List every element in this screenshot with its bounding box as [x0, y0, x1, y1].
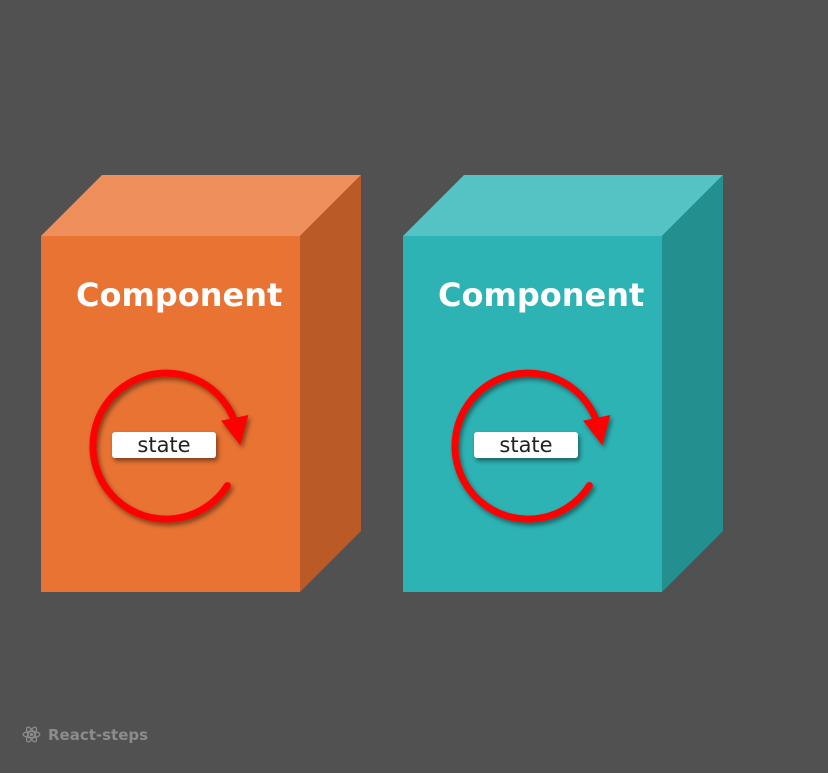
cycle-arrow-icon: [89, 369, 249, 523]
box-1-title: Component: [76, 276, 282, 314]
state-cycle-2: state: [451, 369, 611, 523]
state-label: state: [499, 433, 552, 457]
box-1-side-face: [300, 175, 361, 592]
box-2-front-face: [403, 236, 662, 592]
component-box-1: Component state: [41, 175, 361, 592]
box-2-side-face: [662, 175, 723, 592]
footer-label: React-steps: [48, 725, 149, 744]
state-pill: [474, 432, 578, 458]
state-label: state: [137, 433, 190, 457]
component-box-2: Component state: [403, 175, 723, 592]
footer-brand: React-steps: [22, 725, 148, 744]
state-pill: [112, 432, 216, 458]
box-2-title: Component: [438, 276, 644, 314]
cycle-arrow-icon: [451, 369, 611, 523]
box-1-top-face: [41, 175, 361, 236]
state-cycle-1: state: [89, 369, 249, 523]
react-atom-icon: [22, 726, 41, 743]
box-2-top-face: [403, 175, 723, 236]
box-1-front-face: [41, 236, 300, 592]
